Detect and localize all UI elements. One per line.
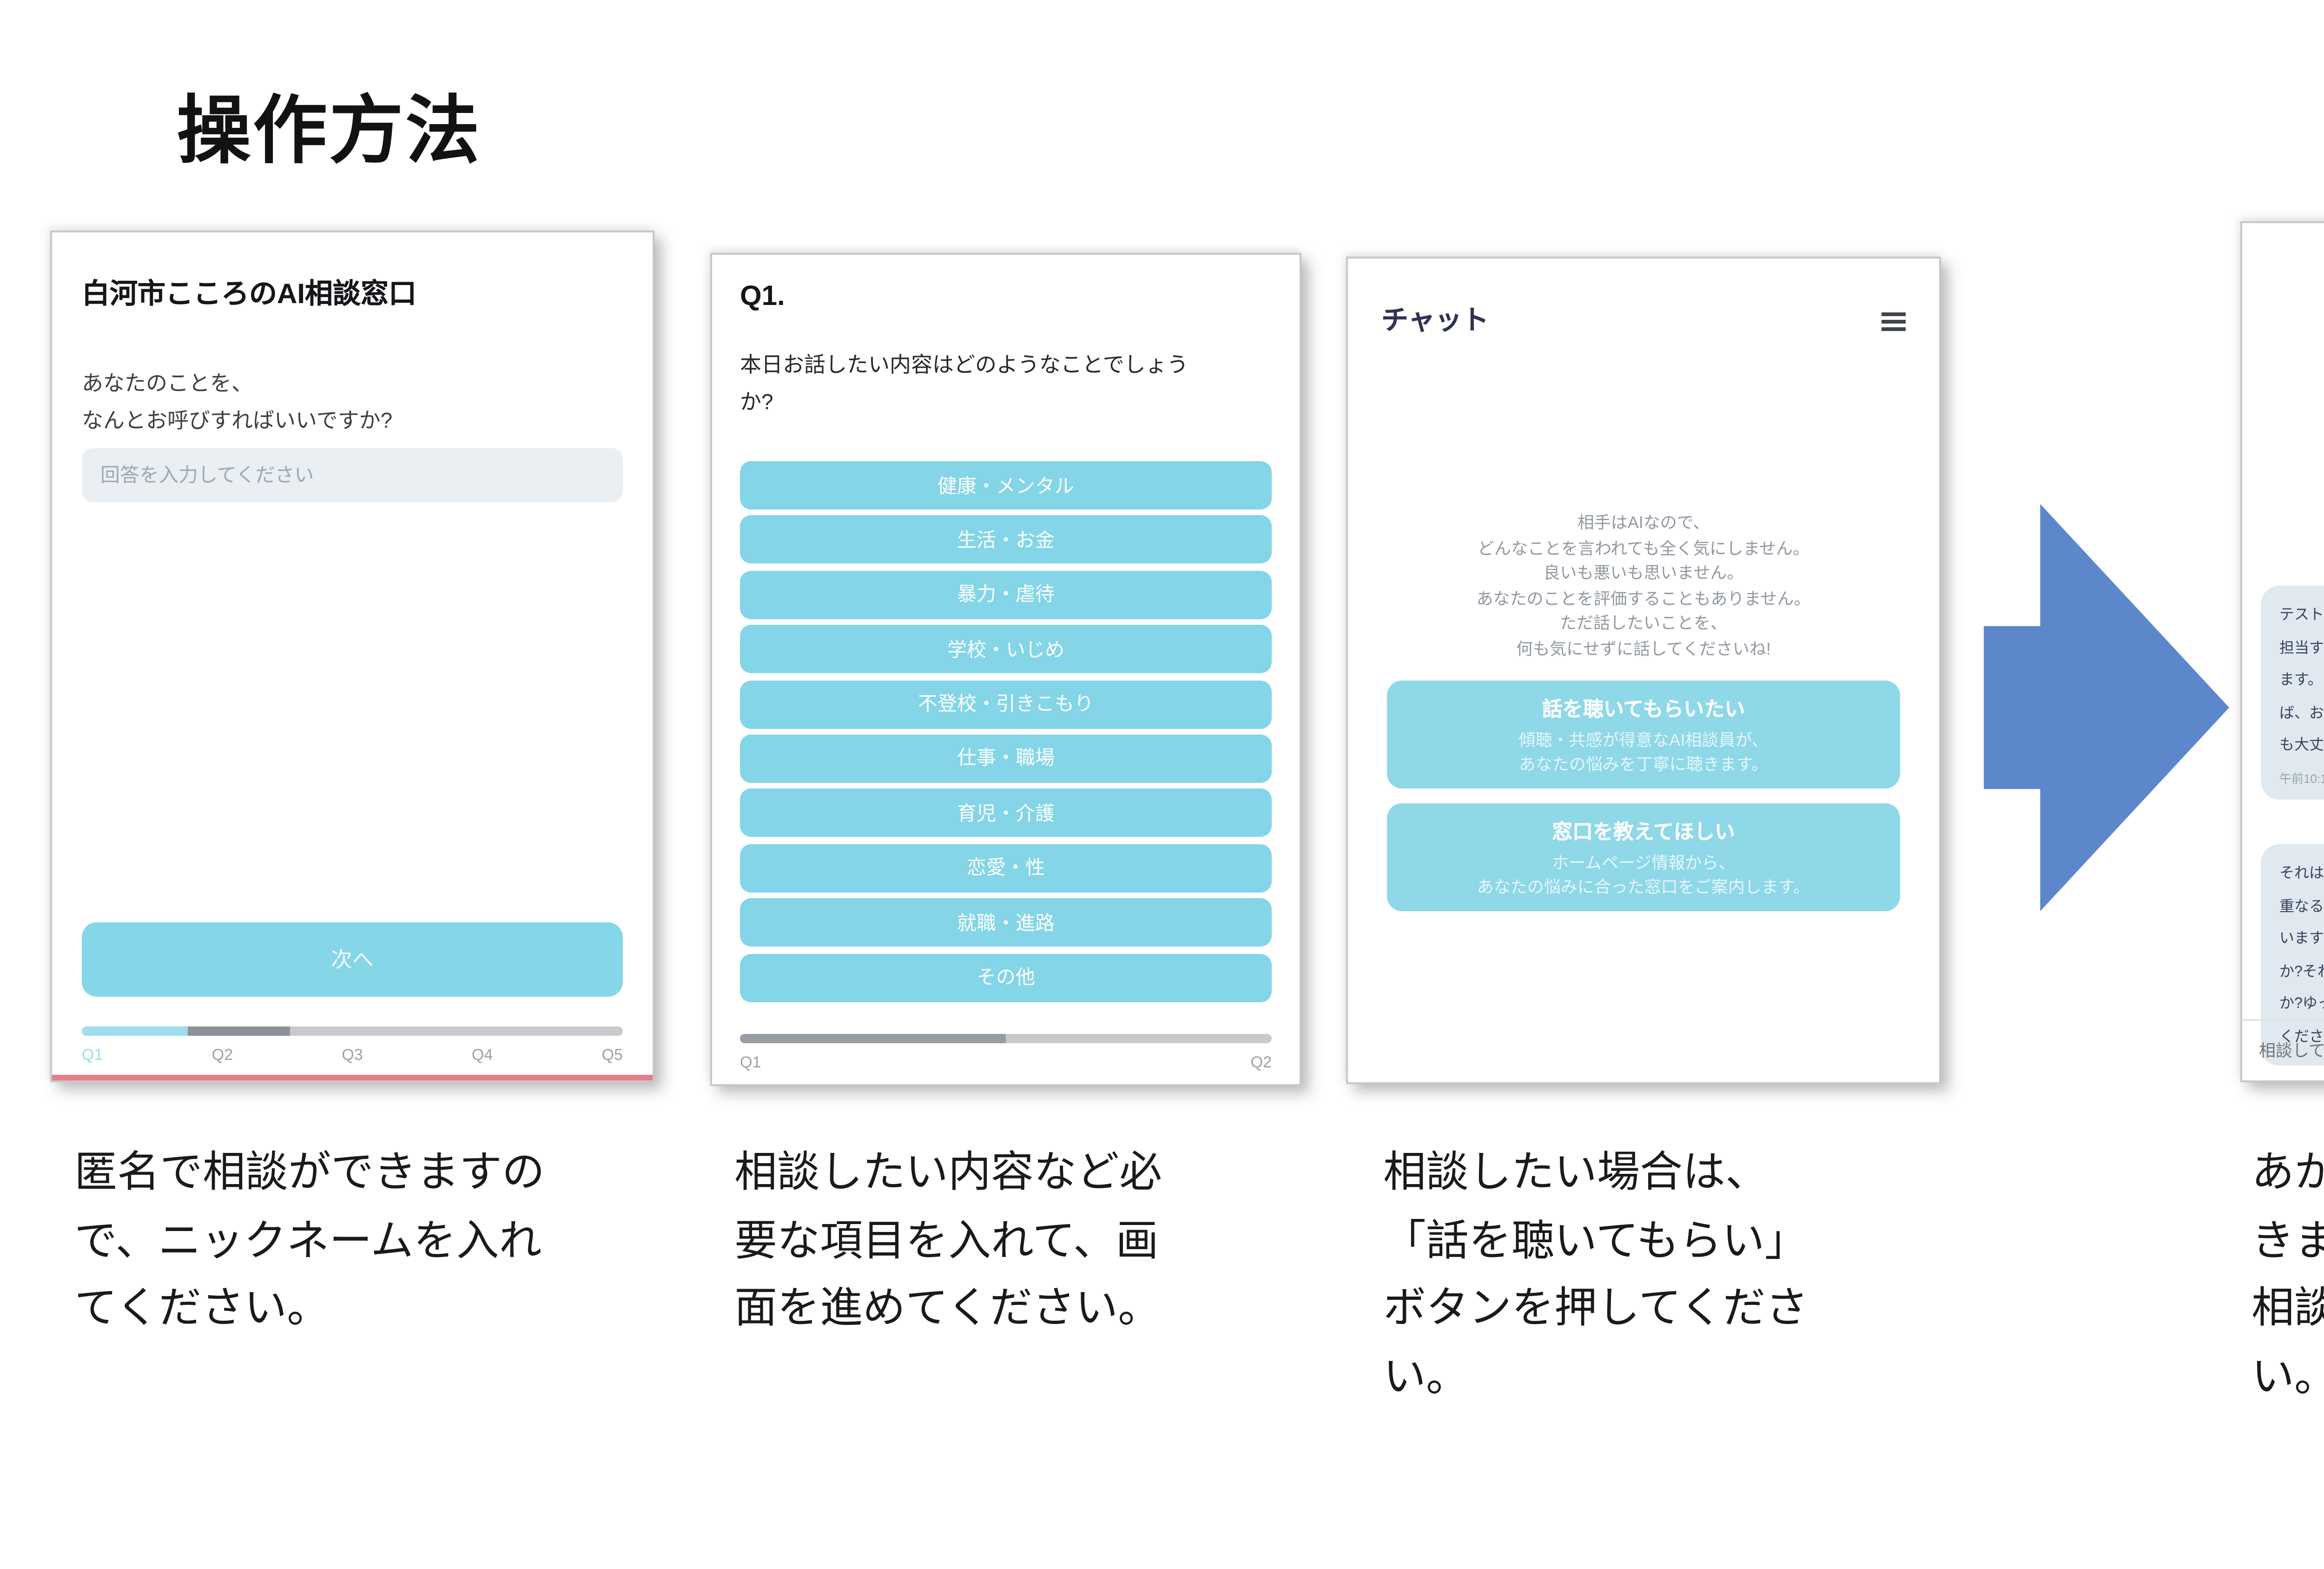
category-option-work[interactable]: 仕事・職場 (740, 734, 1272, 783)
phone-screenshot-chat-intro: チャット 相手はAIなので、 どんなことを言われても全く気にしません。 良いも悪… (1346, 257, 1941, 1084)
progress-segment-dark (740, 1034, 1006, 1043)
right-arrow (1984, 504, 2229, 911)
progress-segment-rest (1006, 1034, 1272, 1043)
bottom-alert-line (52, 1075, 653, 1080)
nickname-input[interactable] (82, 448, 623, 502)
guide-request-button[interactable]: 窓口を教えてほしい ホームページ情報から、 あなたの悩みに合った窓口をご案内しま… (1387, 803, 1900, 911)
next-button[interactable]: 次へ (82, 922, 623, 997)
category-option-other[interactable]: その他 (740, 953, 1272, 1002)
caption-step-3: 相談したい場合は、 「話を聴いてもらい」 ボタンを押してくださ い。 (1383, 1147, 1809, 1399)
caption-step-2: 相談したい内容など必 要な項目を入れて、画 面を進めてください。 (734, 1147, 1162, 1331)
agent-name: あかり (2242, 381, 2324, 413)
ai-message-bubble: それはしんどいですよね…。疲れた上にイライラが重なると、余計に気持ちが落ち着かな… (2261, 844, 2324, 1066)
category-option-health[interactable]: 健康・メンタル (740, 461, 1272, 510)
nickname-question: あなたのことを、 なんとお呼びすればいいですか? (82, 374, 393, 433)
ai-message-text: テストさん、ようこそお越しくださいました。私が担当するあかりです。どうぞよろしく… (2279, 606, 2324, 753)
step-label-q2: Q2 (1250, 1053, 1272, 1071)
app-title: 白河市こころのAI相談窓口 (82, 279, 417, 311)
chat-input-bar (2242, 1019, 2324, 1080)
progress-segment-active (82, 1026, 187, 1036)
progress-bar (82, 1026, 623, 1036)
step-label-q4: Q4 (471, 1045, 493, 1064)
category-option-life-money[interactable]: 生活・お金 (740, 516, 1272, 564)
ai-intro-text: 相手はAIなので、 どんなことを言われても全く気にしません。 良いも悪いも思いま… (1476, 513, 1811, 658)
category-option-hikikomori[interactable]: 不登校・引きこもり (740, 680, 1272, 728)
step-label-q1: Q1 (740, 1053, 761, 1071)
question-step-labels: Q1 Q2 (740, 1053, 1272, 1071)
question-step-labels: Q1 Q2 Q3 Q4 Q5 (82, 1045, 623, 1064)
chat-input[interactable] (2255, 1039, 2324, 1062)
category-option-school[interactable]: 学校・いじめ (740, 625, 1272, 674)
category-question: 本日お話したい内容はどのようなことでしょう か? (740, 355, 1188, 415)
step-label-q3: Q3 (342, 1045, 363, 1064)
chat-header-title: チャット (1381, 307, 1489, 337)
category-option-childcare[interactable]: 育児・介護 (740, 789, 1272, 838)
listen-request-button[interactable]: 話を聴いてもらいたい 傾聴・共感が得意なAI相談員が、 あなたの悩みを丁寧に聴き… (1387, 681, 1900, 788)
category-option-career[interactable]: 就職・進路 (740, 898, 1272, 947)
progress-segment-dark (187, 1026, 290, 1036)
category-option-love[interactable]: 恋愛・性 (740, 843, 1272, 892)
progress-bar (740, 1034, 1272, 1043)
category-options: 健康・メンタル 生活・お金 暴力・虐待 学校・いじめ 不登校・引きこもり 仕事・… (740, 461, 1272, 1008)
progress-segment-rest (290, 1026, 623, 1036)
guide-request-subtitle: ホームページ情報から、 あなたの悩みに合った窓口をご案内します。 (1477, 854, 1810, 895)
phone-screenshot-nickname: 白河市こころのAI相談窓口 あなたのことを、 なんとお呼びすればいいですか? 次… (50, 231, 654, 1082)
guide-request-title: 窓口を教えてほしい (1552, 822, 1735, 844)
phone-screenshot-chat: 退出する あかり 午前10:12 テストさ (2240, 221, 2324, 1082)
step-label-q1: Q1 (82, 1045, 103, 1064)
question-number-heading: Q1. (740, 281, 785, 312)
hamburger-menu-icon[interactable] (1882, 312, 1906, 335)
caption-step-4: あかりとチャットがで きます。何でも気軽に 相談してみてくださ い。 (2251, 1147, 2324, 1399)
step-label-q2: Q2 (211, 1045, 233, 1064)
step-label-q5: Q5 (601, 1045, 623, 1064)
message-time: 午前10:12 (2279, 773, 2324, 786)
phone-screenshot-category: Q1. 本日お話したい内容はどのようなことでしょう か? 健康・メンタル 生活・… (710, 253, 1301, 1086)
listen-request-subtitle: 傾聴・共感が得意なAI相談員が、 あなたの悩みを丁寧に聴きます。 (1519, 731, 1769, 773)
category-option-violence[interactable]: 暴力・虐待 (740, 570, 1272, 619)
caption-step-1: 匿名で相談ができますの で、ニックネームを入れ てください。 (74, 1147, 545, 1331)
listen-request-title: 話を聴いてもらいたい (1542, 699, 1745, 722)
page-title: 操作方法 (177, 91, 482, 173)
ai-message-bubble: テストさん、ようこそお越しくださいました。私が担当するあかりです。どうぞよろしく… (2261, 586, 2324, 799)
ai-message-text: それはしんどいですよね…。疲れた上にイライラが重なると、余計に気持ちが落ち着かな… (2279, 865, 2324, 1044)
